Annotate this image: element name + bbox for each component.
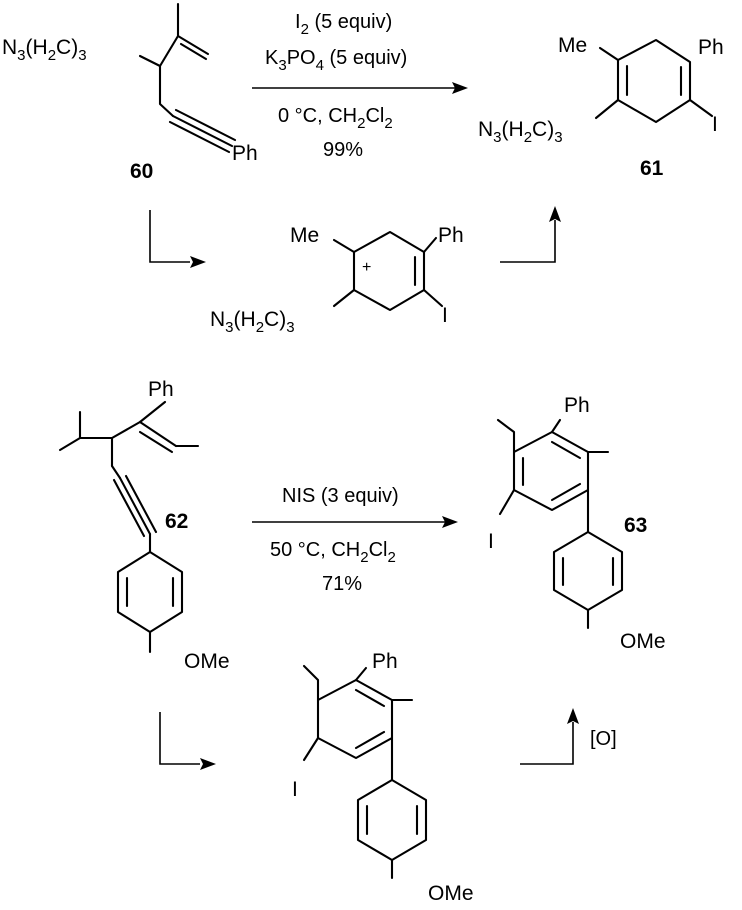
mechanism-2-arrowhead-out xyxy=(567,708,579,724)
mechanism-1-arrow-in xyxy=(149,210,190,263)
cation-phenyl-label: Ph xyxy=(438,224,464,247)
diene-methoxy-label: OMe xyxy=(428,882,474,905)
compound-62-phenyl-label: Ph xyxy=(148,378,174,401)
cation-methyl-label: Me xyxy=(290,224,319,247)
compound-63-bonds xyxy=(496,418,624,630)
reaction-1: I2 (5 equiv) K3PO4 (5 equiv) 0 °C, CH2Cl… xyxy=(252,11,468,161)
compound-60-chain-label: N3(H2C)3 xyxy=(2,36,87,64)
mechanism-1-arrow-out xyxy=(500,220,556,263)
diene-bonds xyxy=(302,664,428,880)
diene-intermediate: Ph I OMe xyxy=(292,650,474,905)
reaction-2-arrowhead xyxy=(442,516,458,528)
compound-61-chain-label: N3(H2C)3 xyxy=(478,118,563,146)
compound-60-phenyl-label: Ph xyxy=(232,142,258,165)
compound-62: Ph 62 OMe xyxy=(58,378,230,673)
diene-iodo-label: I xyxy=(292,778,298,801)
compound-61-bonds xyxy=(594,38,714,124)
cation-bonds xyxy=(332,230,444,312)
reaction-1-reagent-base: K3PO4 (5 equiv) xyxy=(265,47,407,74)
compound-62-bonds xyxy=(58,400,200,654)
compound-61-iodo-label: I xyxy=(712,113,718,136)
reaction-2: NIS (3 equiv) 50 °C, CH2Cl2 71% xyxy=(252,485,458,595)
compound-63-number: 63 xyxy=(624,514,647,537)
compound-61: Me Ph I N3(H2C)3 61 xyxy=(478,34,724,180)
compound-61-number: 61 xyxy=(640,157,664,180)
cation-intermediate: Me Ph + I N3(H2C)3 xyxy=(210,224,464,336)
mechanism-2-oxidation-label: [O] xyxy=(590,728,617,750)
compound-63-iodo-label: I xyxy=(488,530,494,553)
reaction-1-arrowhead xyxy=(452,82,468,94)
compound-62-number: 62 xyxy=(165,510,188,533)
cation-iodo-label: I xyxy=(442,304,448,327)
mechanism-1-arrowhead-out xyxy=(549,206,561,222)
cation-chain-label: N3(H2C)3 xyxy=(210,308,295,336)
reaction-1-conditions: 0 °C, CH2Cl2 xyxy=(278,105,393,132)
compound-63-methoxy-label: OMe xyxy=(620,630,666,653)
diene-phenyl-label: Ph xyxy=(372,650,398,673)
compound-60-number: 60 xyxy=(130,160,153,183)
reaction-1-yield: 99% xyxy=(323,139,363,161)
compound-61-phenyl-label: Ph xyxy=(698,36,724,59)
mechanism-2-arrow-out xyxy=(520,722,574,765)
compound-60-bonds xyxy=(138,2,237,154)
reaction-1-reagent-iodine: I2 (5 equiv) xyxy=(295,11,392,38)
mechanism-1-arrows xyxy=(149,206,561,268)
reaction-2-yield: 71% xyxy=(322,573,362,595)
mechanism-1-arrowhead-in xyxy=(190,256,206,268)
compound-63: Ph I 63 OMe xyxy=(488,394,666,653)
reaction-2-conditions: 50 °C, CH2Cl2 xyxy=(270,539,396,566)
compound-62-methoxy-label: OMe xyxy=(184,650,230,673)
mechanism-2-arrowhead-in xyxy=(200,758,216,770)
reaction-2-reagent: NIS (3 equiv) xyxy=(282,485,399,507)
cation-charge-label: + xyxy=(362,259,371,276)
compound-60: N3(H2C)3 Ph 60 xyxy=(2,2,258,183)
mechanism-2-arrows: [O] xyxy=(159,708,617,770)
compound-63-phenyl-label: Ph xyxy=(564,394,590,417)
mechanism-2-arrow-in xyxy=(159,712,200,765)
compound-61-methyl-label: Me xyxy=(558,34,587,57)
